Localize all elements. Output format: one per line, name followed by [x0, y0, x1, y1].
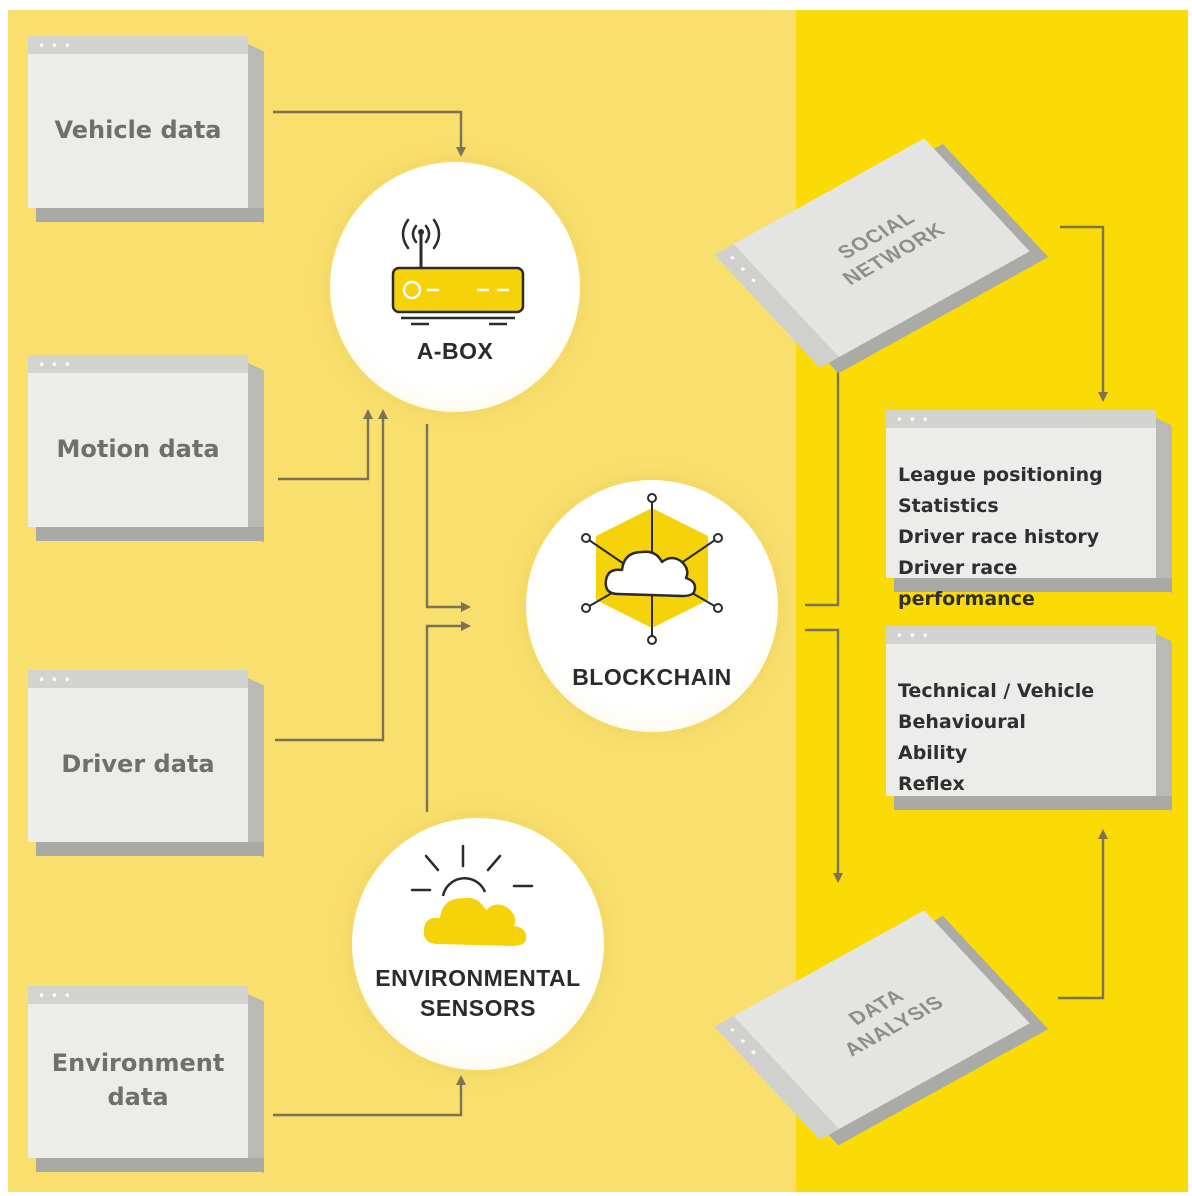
profile-list: Technical / Vehicle Behavioural Ability … [886, 644, 1156, 796]
motion-data-label: Motion data [56, 435, 220, 464]
sun-cloud-icon [410, 844, 534, 946]
blockchain-node: BLOCKCHAIN [526, 480, 778, 732]
router-icon [391, 218, 525, 326]
vehicle-data-label: Vehicle data [54, 116, 222, 145]
vehicle-data-box: • • • Vehicle data [28, 36, 264, 224]
environmental-sensors-label: ENVIRONMENTAL SENSORS [352, 964, 604, 1024]
window-dots-icon: • • • [896, 629, 930, 643]
window-titlebar: • • • [28, 36, 248, 54]
window-titlebar: • • • [28, 986, 248, 1004]
environment-data-label: Environment data [28, 1004, 248, 1158]
profile-list-box: • • • Technical / Vehicle Behavioural Ab… [886, 626, 1172, 812]
window-dots-icon: • • • [38, 989, 72, 1003]
blockchain-label: BLOCKCHAIN [572, 664, 732, 690]
environment-data-line-1: Environment [51, 1049, 225, 1078]
performance-list: League positioning Statistics Driver rac… [886, 428, 1156, 610]
list-item: Technical / Vehicle [898, 680, 1095, 702]
list-item: Ability [898, 742, 968, 764]
window-dots-icon: • • • [38, 358, 72, 372]
list-item: League positioning [898, 464, 1103, 486]
window-titlebar: • • • [886, 410, 1156, 428]
window-dots-icon: • • • [38, 673, 72, 687]
environment-data-line-2: data [107, 1083, 169, 1111]
window-dots-icon: • • • [38, 39, 72, 53]
list-item: Behavioural [898, 711, 1026, 733]
list-item: Driver race history [898, 526, 1100, 548]
environmental-sensors-line-2: SENSORS [420, 994, 536, 1021]
abox-node: A-BOX [330, 162, 580, 412]
list-item: Statistics [898, 495, 999, 517]
window-dots-icon: • • • [896, 413, 930, 427]
abox-label: A-BOX [416, 338, 494, 364]
driver-data-label: Driver data [61, 750, 215, 779]
list-item: Driver race performance [898, 557, 1035, 610]
driver-data-box: • • • Driver data [28, 670, 264, 858]
motion-data-box: • • • Motion data [28, 355, 264, 543]
environmental-sensors-node: ENVIRONMENTAL SENSORS [352, 818, 604, 1070]
environment-data-box: • • • Environment data [28, 986, 264, 1174]
performance-list-box: • • • League positioning Statistics Driv… [886, 410, 1172, 610]
list-item: Reflex [898, 773, 965, 795]
cloud-network-icon [581, 493, 723, 645]
window-titlebar: • • • [28, 670, 248, 688]
window-titlebar: • • • [886, 626, 1156, 644]
environmental-sensors-line-1: ENVIRONMENTAL [375, 965, 581, 991]
window-titlebar: • • • [28, 355, 248, 373]
